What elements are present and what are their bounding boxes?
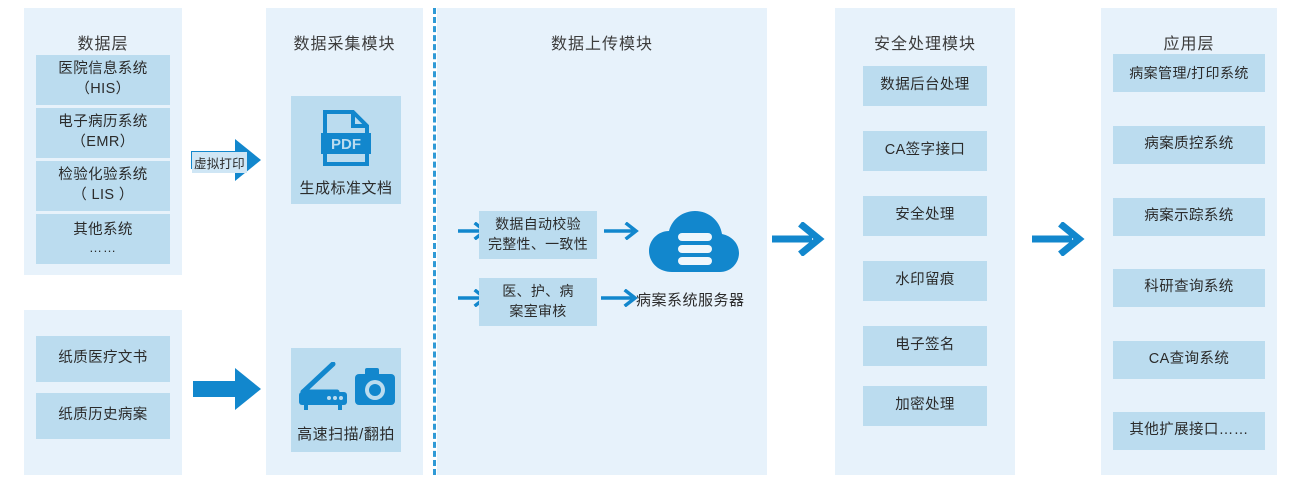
chip-security-ca-signature-interface-label: CA签字接口 [884,142,966,159]
card-generate-standard-doc: PDF 生成标准文档 [291,96,401,204]
flow-chip-review-line1: 医、护、病 [502,283,574,300]
chip-lis-line1: 检验化验系统 [58,167,148,184]
chip-security-background-processing-label: 数据后台处理 [880,77,970,94]
chip-app-research-query: 科研查询系统 [1113,269,1265,307]
card-high-speed-scan: 高速扫描/翻拍 [291,348,401,452]
chip-app-other-extensions: 其他扩展接口…… [1113,412,1265,450]
chip-security-encryption: 加密处理 [863,386,987,426]
chip-security-processing-label: 安全处理 [895,207,955,224]
chip-security-electronic-signature: 电子签名 [863,326,987,366]
chip-emr-line1: 电子病历系统 [58,114,148,131]
flow-chip-auto-validation-line1: 数据自动校验 [495,216,581,233]
chip-other-systems: 其他系统 …… [36,214,170,264]
arrow-security-to-application [1032,222,1086,256]
chip-security-watermark: 水印留痕 [863,261,987,301]
chip-his: 医院信息系统 （HIS） [36,55,170,105]
chip-app-record-management-print-label: 病案管理/打印系统 [1129,64,1249,81]
cloud-database-icon [648,210,740,278]
chip-paper-history-records: 纸质历史病案 [36,393,170,439]
chip-security-processing: 安全处理 [863,196,987,236]
arrow-validation-to-cloud [604,222,640,240]
chip-app-record-tracking-label: 病案示踪系统 [1144,208,1234,225]
pdf-icon: PDF [320,110,372,171]
flow-chip-review: 医、护、病 案室审核 [479,278,597,326]
card-high-speed-scan-caption: 高速扫描/翻拍 [297,426,395,443]
arrow-virtual-print-label: 虚拟打印 [192,152,247,173]
security-module-title: 安全处理模块 [873,36,976,53]
chip-app-ca-query-label: CA查询系统 [1148,351,1230,368]
collection-module-title: 数据采集模块 [293,36,396,53]
chip-lis-line2: （ LIS ） [72,187,134,203]
chip-security-ca-signature-interface: CA签字接口 [863,131,987,171]
chip-app-quality-control: 病案质控系统 [1113,126,1265,164]
chip-emr: 电子病历系统 （EMR） [36,108,170,158]
arrow-review-to-server [601,289,639,307]
chip-app-record-management-print: 病案管理/打印系统 [1113,54,1265,92]
flow-chip-review-line2: 案室审核 [509,303,567,319]
chip-app-ca-query: CA查询系统 [1113,341,1265,379]
chip-app-other-extensions-label: 其他扩展接口…… [1129,422,1249,439]
scanner-camera-icon [297,361,395,417]
chip-lis: 检验化验系统 （ LIS ） [36,161,170,211]
arrow-upload-to-security [772,222,826,256]
chip-security-electronic-signature-label: 电子签名 [895,337,955,354]
chip-emr-line2: （EMR） [71,134,135,150]
chip-other-systems-dots: …… [89,240,117,256]
chip-security-background-processing: 数据后台处理 [863,66,987,106]
dashed-divider [433,8,436,475]
application-layer-title: 应用层 [1163,36,1215,53]
chip-app-record-tracking: 病案示踪系统 [1113,198,1265,236]
chip-his-line1: 医院信息系统 [58,61,148,78]
chip-security-encryption-label: 加密处理 [895,397,955,414]
svg-text:PDF: PDF [331,136,361,153]
chip-paper-medical-docs: 纸质医疗文书 [36,336,170,382]
upload-module-title: 数据上传模块 [550,36,653,53]
card-generate-standard-doc-caption: 生成标准文档 [299,180,393,197]
chip-security-watermark-label: 水印留痕 [895,272,955,289]
data-layer-title: 数据层 [77,36,129,53]
server-label: 病案系统服务器 [636,292,745,309]
arrow-paper-to-collection [193,366,261,412]
flow-chip-auto-validation-line2: 完整性、一致性 [487,236,589,252]
chip-app-quality-control-label: 病案质控系统 [1144,136,1234,153]
chip-his-line2: （HIS） [75,81,131,97]
chip-app-research-query-label: 科研查询系统 [1144,279,1234,296]
chip-paper-medical-docs-label: 纸质医疗文书 [58,350,148,367]
flow-chip-auto-validation: 数据自动校验 完整性、一致性 [479,211,597,259]
chip-paper-history-records-label: 纸质历史病案 [58,407,148,424]
chip-other-systems-label: 其他系统 [73,222,133,239]
